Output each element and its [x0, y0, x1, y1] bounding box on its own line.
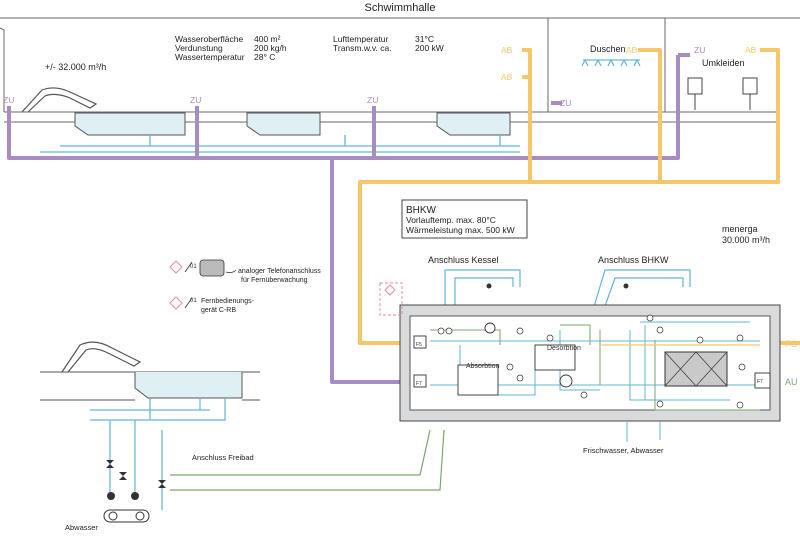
svg-text:für Fernüberwachung: für Fernüberwachung: [241, 277, 308, 284]
lockers: [687, 77, 758, 110]
feed-valves: [486, 283, 629, 289]
heat-feed-lines: [444, 269, 691, 321]
svg-text:31°C: 31°C: [415, 34, 434, 44]
hall-pools: [74, 112, 511, 136]
hall-airflow: +/- 32.000 m³/h: [45, 62, 106, 72]
svg-text:01: 01: [190, 264, 197, 270]
changing-label: Umkleiden: [702, 58, 745, 68]
sensor-symbols: [437, 314, 746, 409]
outdoor-water-lines: [90, 398, 226, 510]
svg-text:01: 01: [190, 298, 197, 304]
hall-slide: [21, 87, 98, 113]
heat-exchanger: [664, 351, 728, 387]
f7-tag-right: F7: [757, 379, 763, 385]
absorption-label: Absorbtion: [466, 363, 500, 370]
svg-text:Wärmeleistung max. 500 kW: Wärmeleistung max. 500 kW: [406, 225, 515, 235]
svg-text:Verdunstung: Verdunstung: [175, 43, 223, 53]
svg-text:400 m²: 400 m²: [254, 34, 281, 44]
fo-fan-box: [413, 335, 427, 349]
showers-label: Duschen: [590, 44, 626, 54]
hall-spec-block-1: Wasseroberfläche 400 m² Verdunstung 200 …: [175, 34, 287, 62]
svg-text:Wasseroberfläche: Wasseroberfläche: [175, 34, 243, 44]
bhkw-connection-label: Anschluss BHKW: [598, 255, 669, 265]
zu-tag-1: ZU: [3, 95, 14, 105]
supply-duct: [7, 53, 690, 384]
outdoor-pool: [40, 371, 260, 401]
f7-tag-left: F7: [416, 381, 422, 387]
unit-green-pipes: [430, 324, 760, 411]
unit-airflow: 30.000 m³/h: [722, 235, 770, 245]
au-tag: AU: [785, 377, 798, 387]
ab-tag-3: AB: [626, 45, 638, 55]
boiler-connection-label: Anschluss Kessel: [428, 255, 499, 265]
svg-text:Wassertemperatur: Wassertemperatur: [175, 52, 245, 62]
desorption-label: Desorbtion: [547, 345, 581, 352]
exhaust-duct: [358, 48, 800, 345]
svg-text:Vorlauftemp. max. 80°C: Vorlauftemp. max. 80°C: [406, 215, 496, 225]
fo-tag: FO: [785, 339, 798, 349]
zu-tag-2: ZU: [190, 95, 201, 105]
absorption-tank: [457, 364, 499, 396]
svg-text:Lufttemperatur: Lufttemperatur: [333, 34, 388, 44]
wastewater-label: Abwasser: [65, 523, 98, 532]
svg-text:200 kg/h: 200 kg/h: [254, 43, 287, 53]
supply-tags: ZU ZU ZU ZU ZU: [3, 45, 705, 108]
svg-text:BHKW: BHKW: [406, 205, 437, 216]
freshwater-lines: [626, 421, 661, 442]
svg-text:Transm.w.v. ca.: Transm.w.v. ca.: [333, 43, 392, 53]
outdoor-slide: [61, 341, 142, 373]
hall-spec-block-2: Lufttemperatur 31°C Transm.w.v. ca. 200 …: [333, 34, 444, 53]
outdoor-return-lines: [170, 429, 445, 491]
au-fan-box: [413, 374, 427, 388]
ab-tag-1: AB: [501, 45, 513, 55]
shower-heads: [581, 59, 641, 67]
hall-water-lines: [40, 135, 520, 153]
hall-title: Schwimmhalle: [365, 2, 436, 14]
f7-filter-box: [754, 372, 771, 389]
wastewater-tank: [103, 509, 150, 523]
svg-text:Fernbedienungs-: Fernbedienungs-: [201, 298, 255, 305]
zu-tag-4: ZU: [560, 98, 571, 108]
bhkw-box: BHKW Vorlauftemp. max. 80°C Wärmeleistun…: [401, 199, 528, 239]
unit-name: menerga: [722, 224, 758, 234]
freibad-connection-label: Anschluss Freibad: [192, 453, 254, 462]
unit-components: [413, 322, 771, 396]
exhaust-tags: AB AB AB AB: [501, 45, 757, 82]
legend-telephone: 01 analoger Telefonanschluss für Fernübe…: [169, 259, 321, 284]
svg-text:gerät C-RB: gerät C-RB: [201, 307, 236, 314]
desorption-tank: [534, 344, 576, 371]
outdoor-valves: [106, 460, 166, 500]
legend-remote: 01 Fernbedienungs- gerät C-RB: [169, 296, 255, 314]
svg-text:28° C: 28° C: [254, 52, 275, 62]
freshwater-label: Frischwasser, Abwasser: [583, 446, 664, 455]
svg-text:analoger Telefonanschluss: analoger Telefonanschluss: [238, 268, 321, 275]
pink-device: [379, 282, 403, 316]
zu-tag-5: ZU: [694, 45, 705, 55]
ab-tag-4: AB: [745, 45, 757, 55]
ab-tag-2: AB: [501, 72, 513, 82]
zu-tag-3: ZU: [367, 95, 378, 105]
f5-tag: F5: [416, 342, 422, 348]
svg-text:200 kW: 200 kW: [415, 43, 444, 53]
